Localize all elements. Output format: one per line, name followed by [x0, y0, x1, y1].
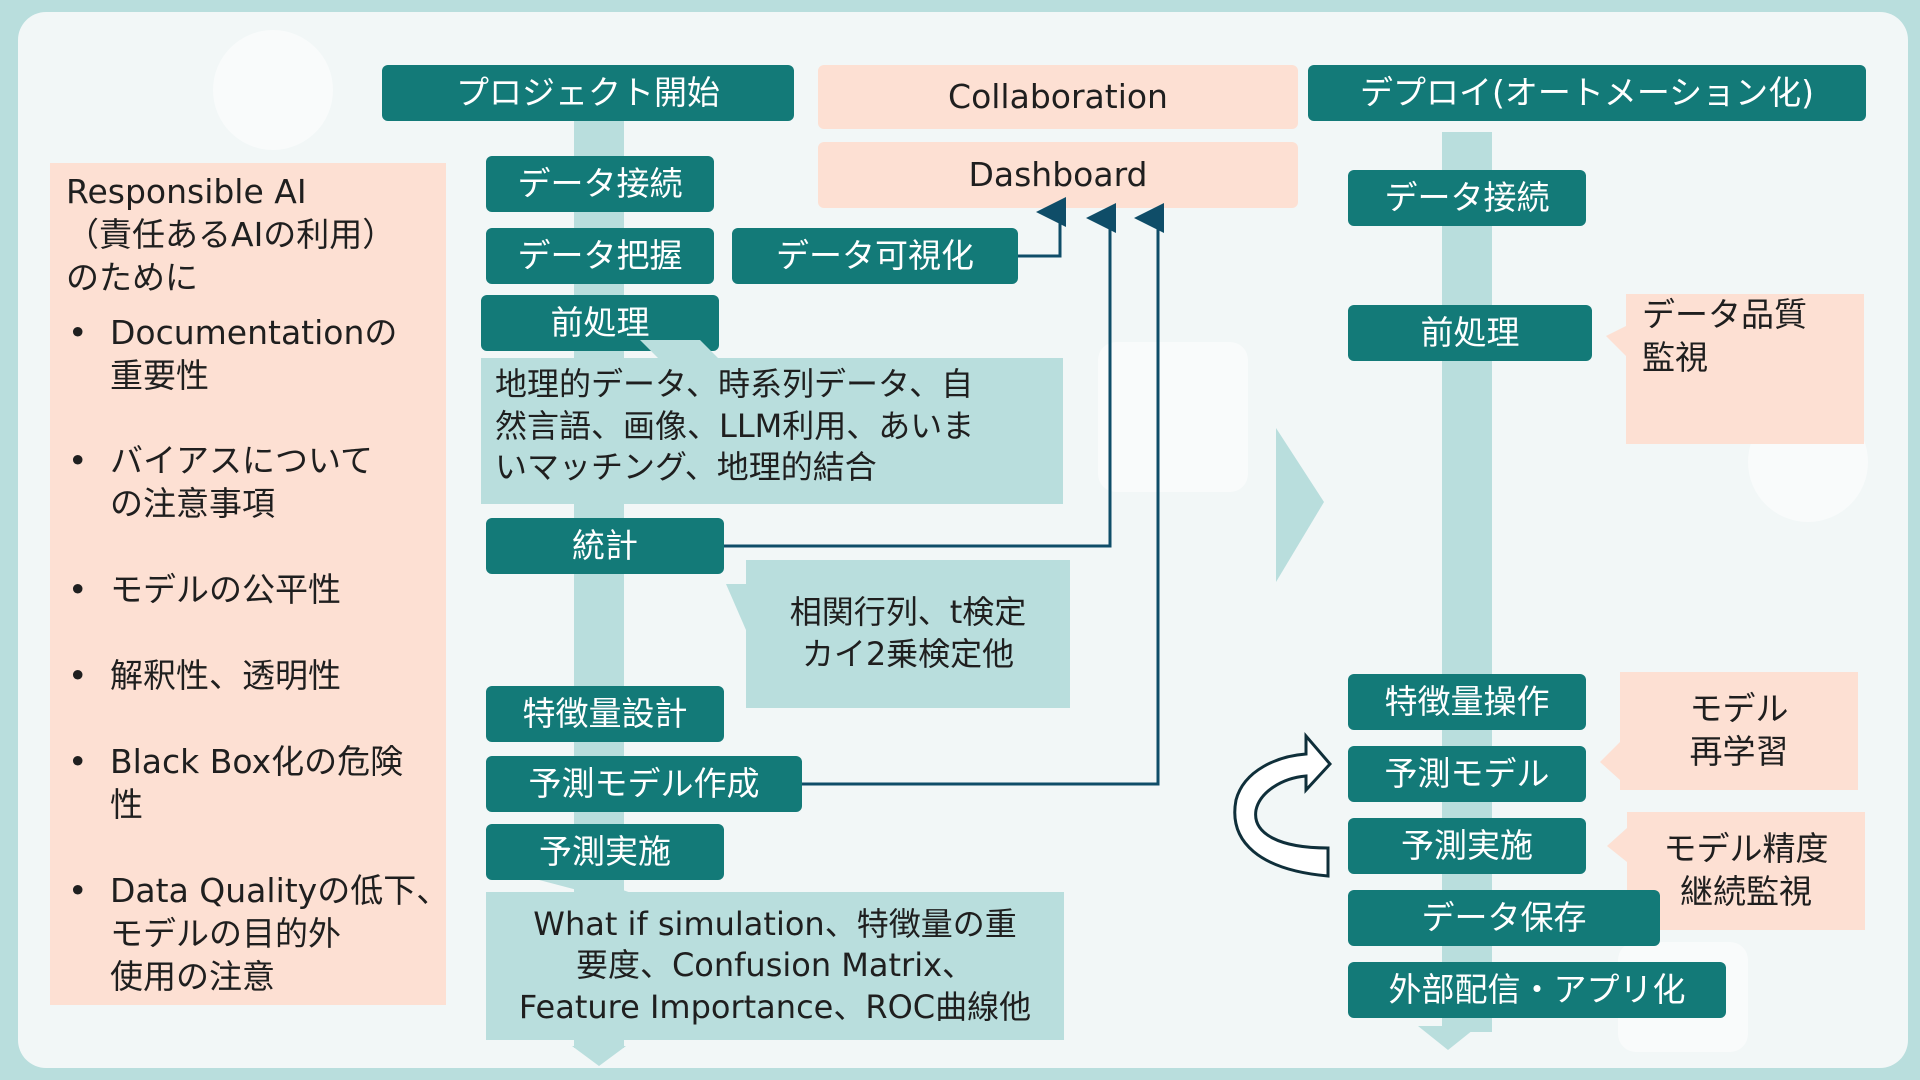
item-line: 使用の注意 — [110, 956, 275, 996]
list-item: 解釈性、透明性 — [68, 655, 438, 698]
panel-title-line-2: （責任あるAIの利用） — [66, 214, 396, 254]
statistics-step: 統計 — [486, 518, 724, 574]
item-line: 解釈性、透明性 — [110, 656, 341, 696]
note-line: Feature Importance、ROC曲線他 — [518, 987, 1032, 1026]
deploy-prediction-step: 予測実施 — [1348, 818, 1586, 874]
note-line: What if simulation、特徴量の重 — [533, 904, 1017, 943]
item-line: Data Qualityの低下、 — [110, 870, 450, 910]
deploy-flow-shaft — [1442, 132, 1492, 1032]
quality-monitor-note: データ品質 監視 — [1626, 294, 1864, 444]
deploy-preprocess-step: 前処理 — [1348, 305, 1592, 361]
data-save-step: データ保存 — [1348, 890, 1660, 946]
dashboard-box: Dashboard — [818, 142, 1298, 208]
prediction-note: What if simulation、特徴量の重 要度、Confusion Ma… — [486, 892, 1064, 1040]
note-line: いマッチング、地理的結合 — [495, 448, 877, 487]
model-build-step: 予測モデル作成 — [486, 756, 802, 812]
item-line: 性 — [110, 784, 143, 824]
feature-design-step: 特徴量設計 — [486, 686, 724, 742]
item-line: モデルの公平性 — [110, 570, 341, 610]
external-delivery-step: 外部配信・アプリ化 — [1348, 962, 1726, 1018]
item-line: モデルの目的外 — [110, 913, 341, 953]
data-connect-step: データ接続 — [486, 156, 714, 212]
feature-operation-step: 特徴量操作 — [1348, 674, 1586, 730]
collaboration-header: Collaboration — [818, 65, 1298, 129]
note-line: モデル精度 — [1663, 829, 1829, 869]
prediction-step: 予測実施 — [486, 824, 724, 880]
panel-title-line-3: のために — [66, 257, 198, 297]
note-line: 地理的データ、時系列データ、自 — [495, 365, 974, 403]
note-line: 相関行列、t検定 — [789, 593, 1027, 632]
preprocess-note: 地理的データ、時系列データ、自 然言語、画像、LLM利用、あいま いマッチング、… — [481, 358, 1063, 504]
decor-square — [1098, 342, 1248, 492]
data-grasp-step: データ把握 — [486, 228, 714, 284]
preprocess-step: 前処理 — [481, 295, 719, 351]
deploy-data-connect-step: データ接続 — [1348, 170, 1586, 226]
item-line: Black Box化の危険 — [110, 742, 404, 782]
item-line: Documentationの — [110, 312, 398, 352]
project-start-header: プロジェクト開始 — [382, 65, 794, 121]
note-line: 再学習 — [1689, 732, 1789, 771]
item-line: 重要性 — [110, 355, 209, 395]
note-line: カイ2乗検定他 — [801, 635, 1015, 673]
item-line: の注意事項 — [110, 484, 275, 524]
note-line: 要度、Confusion Matrix、 — [575, 946, 975, 985]
note-line: 監視 — [1642, 337, 1708, 377]
responsible-ai-panel: Responsible AI （責任あるAIの利用） のために Document… — [50, 163, 449, 1005]
accuracy-monitor-note: モデル精度 継続監視 — [1627, 812, 1865, 930]
deploy-header: デプロイ(オートメーション化) — [1308, 65, 1866, 121]
note-line: モデル — [1689, 689, 1789, 729]
panel-title-line-1: Responsible AI — [66, 172, 307, 211]
list-item: モデルの公平性 — [68, 569, 438, 612]
deploy-model-step: 予測モデル — [1348, 746, 1586, 802]
statistics-note: 相関行列、t検定 カイ2乗検定他 — [746, 560, 1070, 708]
note-line: 継続監視 — [1680, 872, 1812, 911]
decor-circle — [213, 30, 333, 150]
item-line: バイアスについて — [110, 441, 374, 481]
data-visualization-step: データ可視化 — [732, 228, 1018, 284]
note-line: データ品質 — [1642, 295, 1807, 334]
note-line: 然言語、画像、LLM利用、あいま — [495, 406, 975, 445]
retrain-note: モデル 再学習 — [1620, 672, 1858, 790]
